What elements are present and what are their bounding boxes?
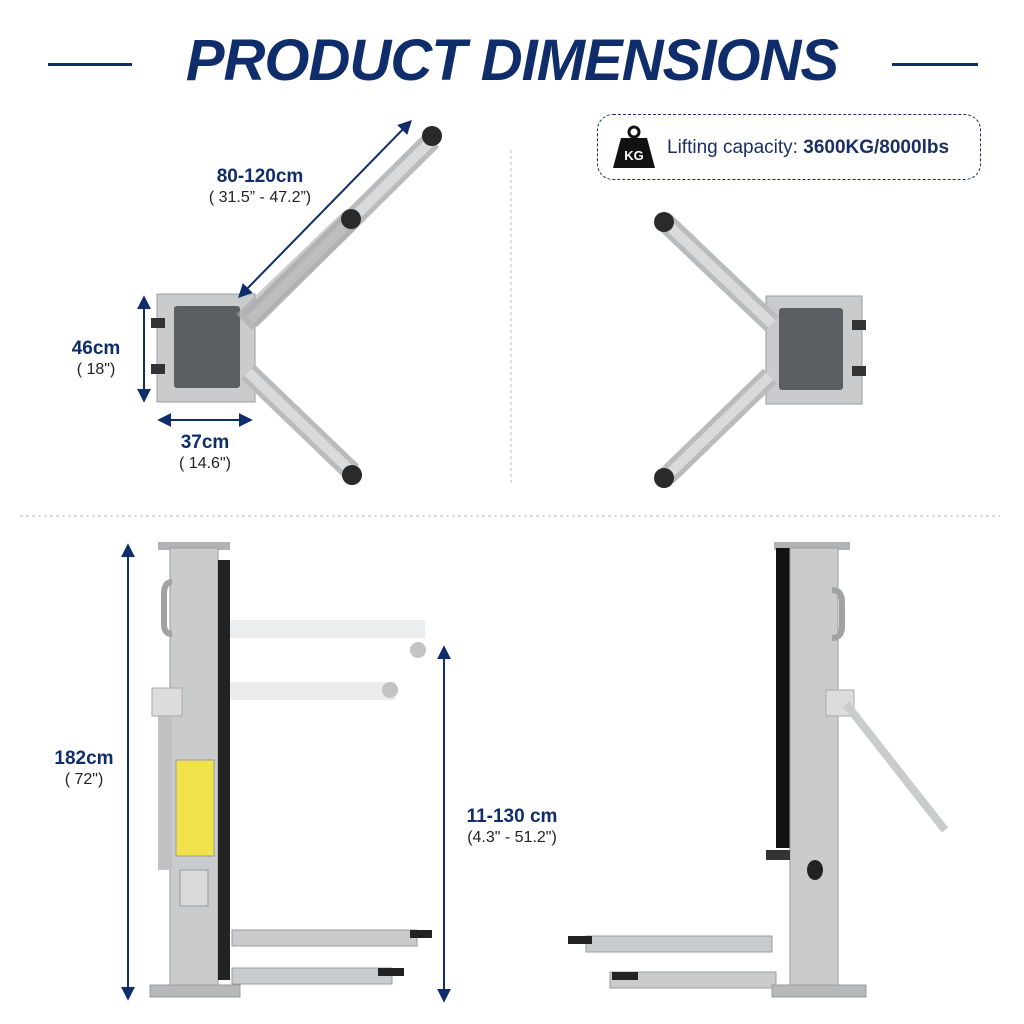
title-rule-right <box>892 63 978 66</box>
lift-range-value: 11-130 cm <box>466 806 558 827</box>
lift-range-imperial: (4.3" - 51.2") <box>467 829 557 846</box>
depth-imperial: ( 18") <box>76 361 116 378</box>
title-rule-left <box>48 63 132 66</box>
width-imperial: ( 14.6") <box>179 455 231 472</box>
arm-length-value: 80-120cm <box>216 166 304 187</box>
kg-icon-label: KG <box>624 148 644 163</box>
side-view-right-lift <box>568 542 949 998</box>
page-title: PRODUCT DIMENSIONS <box>185 28 839 93</box>
capacity-box <box>597 114 981 180</box>
capacity-label: Lifting capacity: <box>667 137 804 158</box>
kg-weight-icon: KG <box>611 124 657 170</box>
front-view-left-lift <box>149 542 432 998</box>
height-label: 182cm ( 72") <box>44 748 124 790</box>
capacity-text: Lifting capacity: 3600KG/8000lbs <box>667 137 949 159</box>
capacity-value: 3600KG/8000lbs <box>803 137 950 158</box>
width-value: 37cm <box>180 432 230 453</box>
width-label: 37cm ( 14.6") <box>160 432 250 474</box>
arm-length-arrow <box>238 119 412 299</box>
lift-range-label: 11-130 cm (4.3" - 51.2") <box>452 806 572 848</box>
depth-value: 46cm <box>71 338 121 359</box>
height-value: 182cm <box>54 748 114 769</box>
arm-length-imperial: ( 31.5” - 47.2”) <box>208 189 312 206</box>
depth-label: 46cm ( 18") <box>56 338 136 380</box>
arm-length-label: 80-120cm ( 31.5” - 47.2”) <box>190 166 330 208</box>
height-imperial: ( 72") <box>64 771 104 788</box>
top-view-right-lift <box>654 212 866 488</box>
